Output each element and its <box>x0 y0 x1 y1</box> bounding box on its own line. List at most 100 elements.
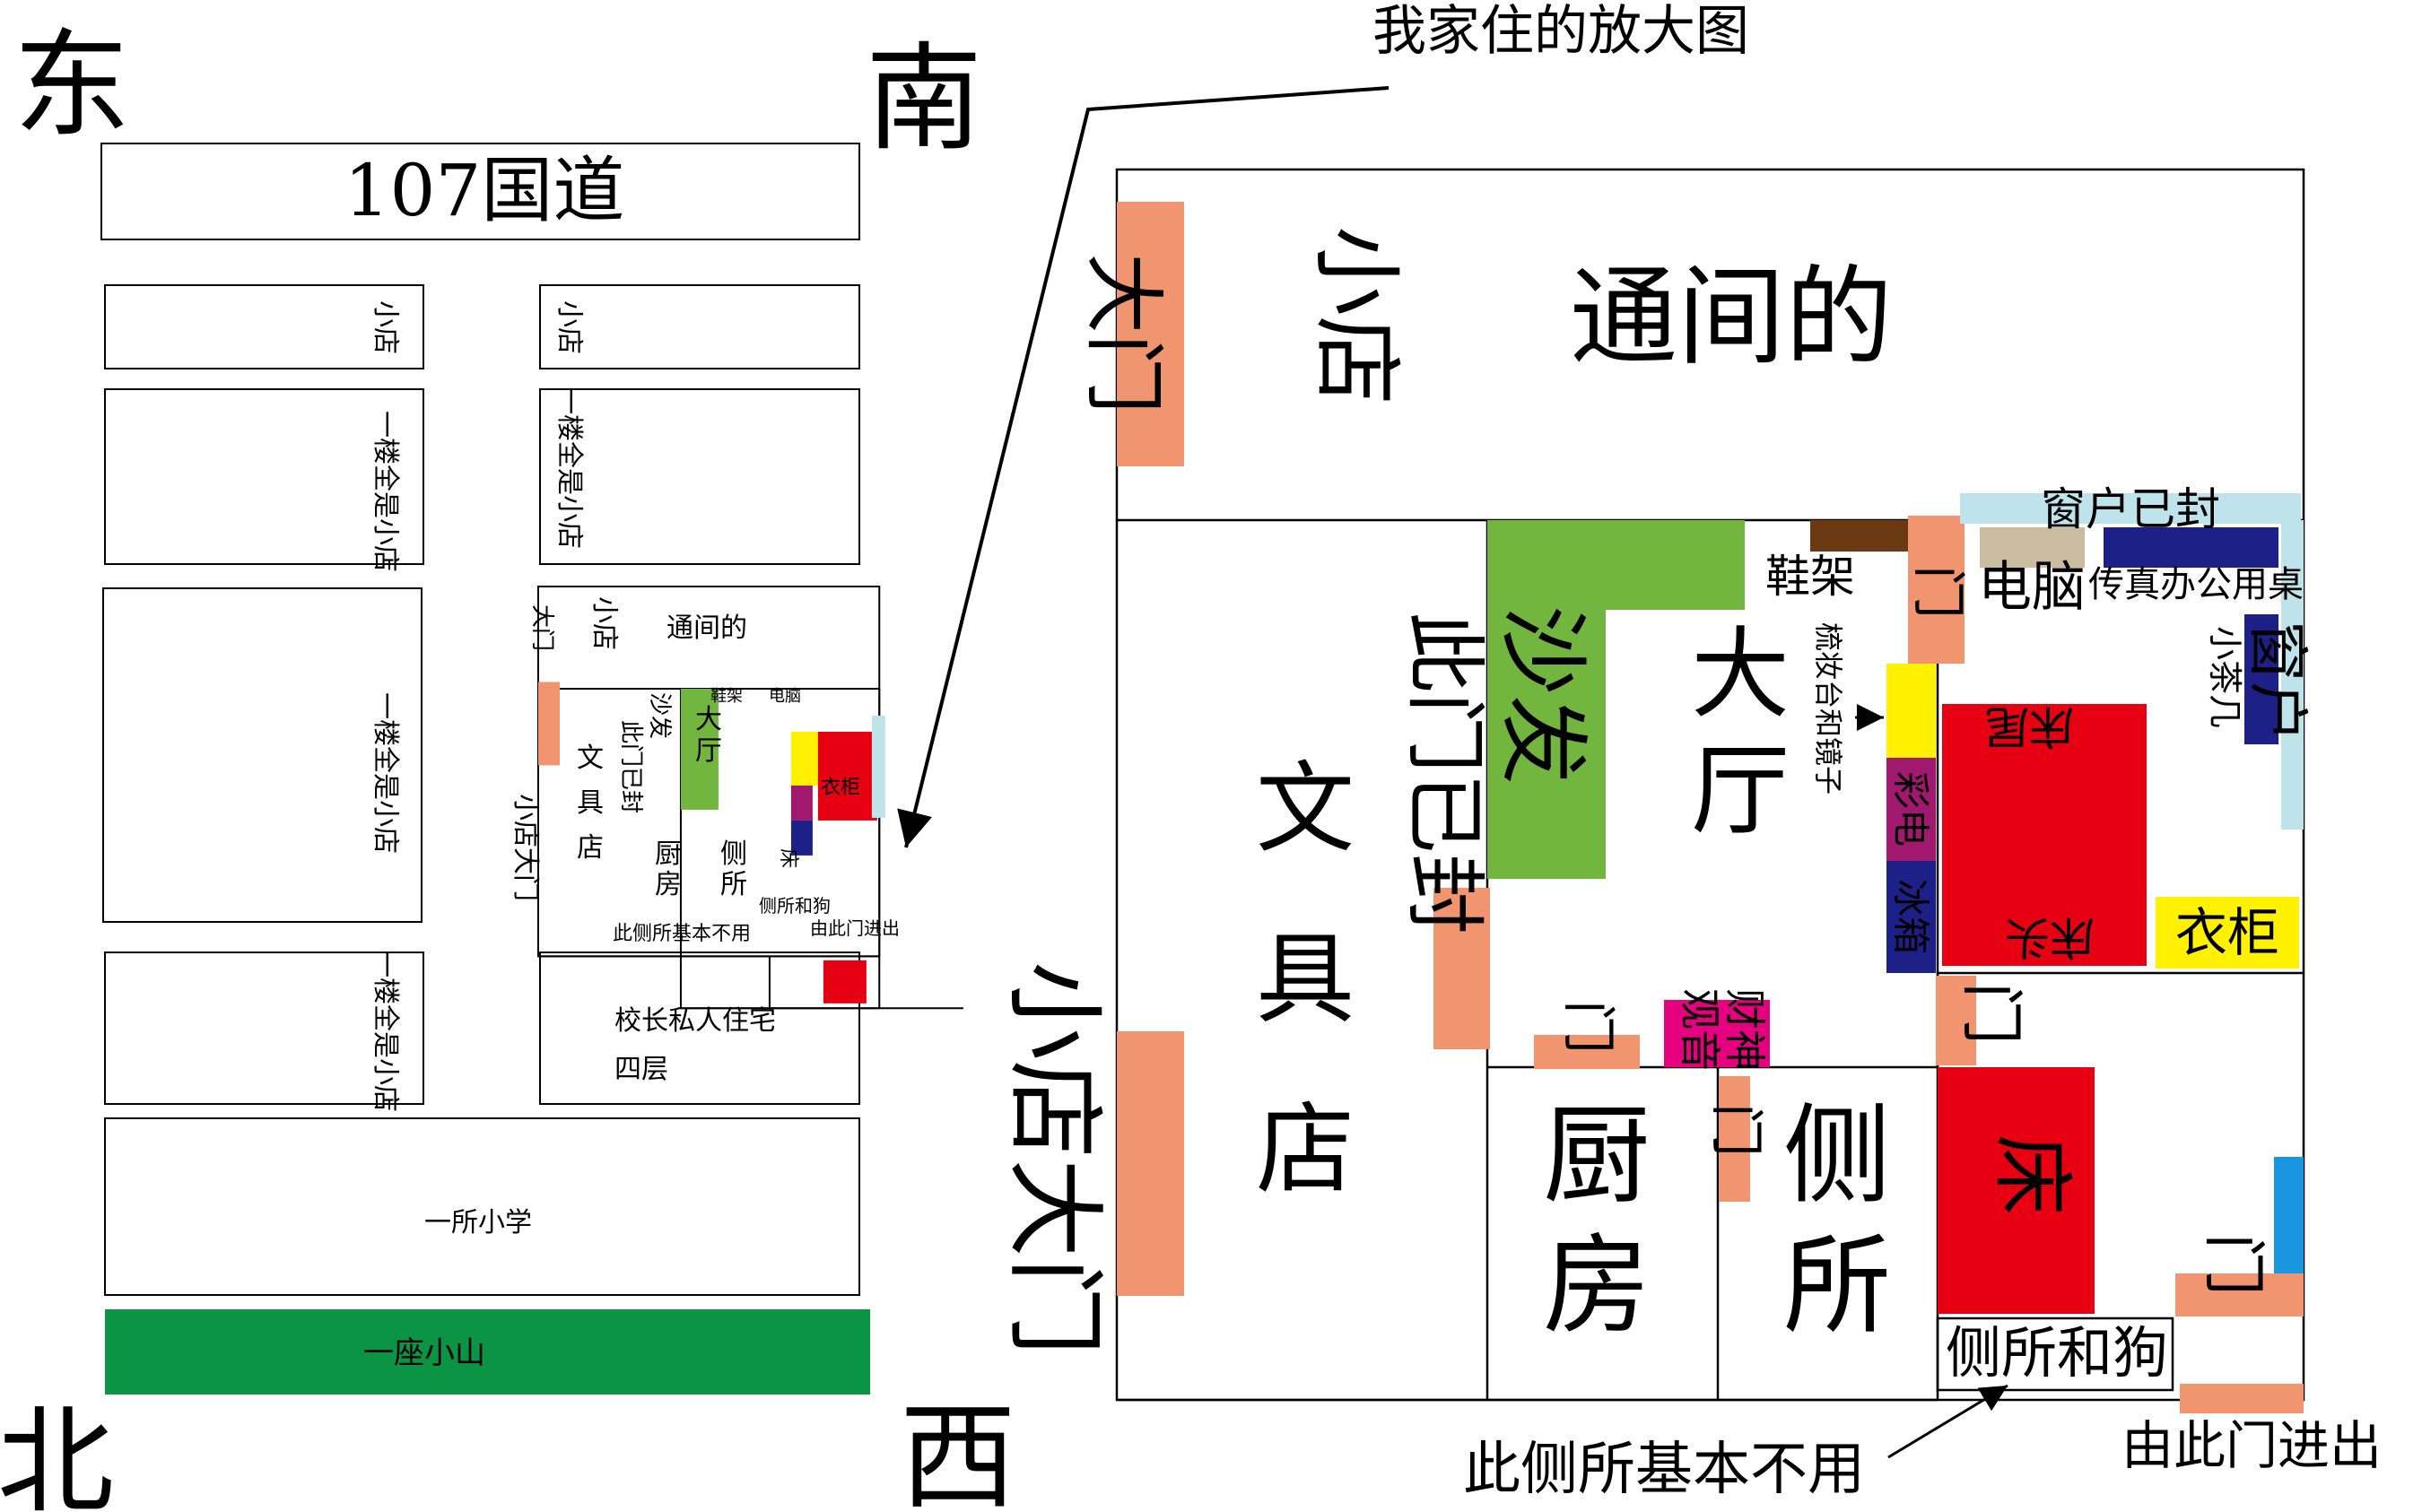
unused-toilet-label: 此侧所基本不用 <box>1463 1437 1865 1503</box>
road-label: 107国道 <box>344 149 625 232</box>
kitchen-label-2: 房 <box>1543 1224 1651 1349</box>
overview-map <box>100 143 860 1296</box>
tea-table-shape <box>2244 614 2278 744</box>
road-block <box>100 143 860 240</box>
mini-stationery-1: 文 <box>577 743 604 774</box>
stationery-label-3: 店 <box>1256 1092 1355 1207</box>
bed-head-label: 床头 <box>2005 911 2095 963</box>
compass-west: 西 <box>900 1389 1016 1512</box>
shop-door-slab <box>1117 1031 1184 1296</box>
hall-label-1: 大 <box>1691 617 1790 732</box>
block-left-2 <box>102 587 423 923</box>
shoe-rack-shape <box>1810 520 1909 552</box>
toilet-label-2: 所 <box>1783 1224 1891 1349</box>
mini-passage-label: 通间的 <box>666 613 747 644</box>
mini-hall-label-2: 厅 <box>695 735 722 767</box>
shop-door-label: 小店大门 <box>997 961 1111 1356</box>
mini-toilet-2: 所 <box>720 869 747 900</box>
residence-label-1: 校长私人住宅 <box>614 1005 776 1037</box>
mini-computer-label: 电脑 <box>769 687 801 706</box>
toilet-dog-label: 侧所和狗 <box>1946 1320 2168 1386</box>
compass-east: 东 <box>13 17 130 153</box>
block-label-left-3: 一楼全是小店 <box>370 951 401 1112</box>
hill-label: 一座小山 <box>363 1335 485 1371</box>
hill-block <box>105 1309 870 1395</box>
tea-table-label: 小茶几 <box>2205 626 2244 728</box>
main-door-slab <box>1117 202 1184 466</box>
mini-house-text: 大门 小店 通间的 小店大门 文 具 店 此门已封 沙发 鞋架 大 厅 电脑 衣… <box>510 596 900 945</box>
block-label-left-1: 一楼全是小店 <box>370 411 401 572</box>
blue-door-shape <box>2274 1157 2304 1273</box>
window-sealed-shape <box>1960 493 2301 524</box>
mini-shop-door-label: 小店大门 <box>510 794 541 901</box>
mini-kitchen-1: 厨 <box>655 839 682 870</box>
fridge-label: 冰箱 <box>1889 879 1933 954</box>
bedroom-door-slab <box>1936 976 1976 1065</box>
mini-house <box>536 585 963 1010</box>
stationery-label-1: 文 <box>1256 752 1355 866</box>
school-block <box>104 1117 860 1296</box>
rear-door-slab <box>2175 1273 2304 1316</box>
sofa-label: 沙发 <box>1491 605 1596 785</box>
stationery-label-2: 具 <box>1256 922 1355 1037</box>
kitchen-door-slab <box>1534 1035 1640 1069</box>
block-left-3 <box>104 952 424 1105</box>
mini-stationery-3: 店 <box>577 832 604 864</box>
bed-main-shape <box>1942 704 2147 966</box>
sealed-door-slab <box>1433 888 1490 1049</box>
hall-door-slab <box>1908 516 1965 664</box>
mini-sealed-door-label: 此门已封 <box>617 720 644 813</box>
hall-label-2: 厅 <box>1691 734 1790 848</box>
residence-block <box>539 952 860 1105</box>
mini-wardrobe-label: 衣柜 <box>821 777 860 799</box>
toilet-door-slab <box>1719 1076 1750 1202</box>
mini-toilet-dog-label: 侧所和狗 <box>759 895 831 917</box>
shop-block-left <box>104 284 424 369</box>
mini-sofa-label: 沙发 <box>646 692 673 739</box>
hall-door-label: 门 <box>1906 565 1969 619</box>
bed-small-shape <box>1938 1067 2095 1314</box>
mini-toilet-1: 侧 <box>720 839 747 870</box>
shop-label-right: 小店 <box>553 300 585 354</box>
mini-hall-label: 大 <box>695 704 722 735</box>
shrine-shape <box>1664 1000 1770 1067</box>
mini-enter-label: 由此门进出 <box>810 917 900 939</box>
toilet-label-1: 侧 <box>1783 1094 1891 1219</box>
unused-pointer <box>1887 1384 2008 1459</box>
shop-label: 小店 <box>1304 226 1409 405</box>
school-label: 一所小学 <box>424 1207 532 1238</box>
computer-label: 电脑 <box>1978 556 2086 619</box>
computer-shape <box>1980 527 2085 568</box>
wardrobe-shape <box>2156 897 2299 969</box>
main-door-label: 大门 <box>1076 253 1171 414</box>
mini-shoe-rack-label: 鞋架 <box>710 687 743 706</box>
rear-door-label: 门 <box>2197 1233 2270 1296</box>
block-left-1 <box>104 388 424 565</box>
shop-block-right <box>539 284 860 369</box>
caishen-label: 财神 <box>1721 988 1769 1071</box>
block-label-right-1: 一楼全是小店 <box>553 387 585 549</box>
mini-stationery-2: 具 <box>577 787 604 819</box>
fax-desk-shape <box>2104 527 2278 568</box>
sealed-door-label: 此门已封 <box>1398 612 1492 934</box>
zoom-title: 我家住的放大图 <box>1372 0 1749 63</box>
window-shape <box>2281 520 2304 830</box>
bed-tail-label: 床尾 <box>1984 700 2074 752</box>
tv-label: 彩电 <box>1889 771 1933 847</box>
window-label: 窗户 <box>2242 621 2313 743</box>
mirror-label: 梳妆台和镜子 <box>1811 622 1845 795</box>
kitchen-door-label: 门 <box>1556 1000 1619 1054</box>
bedroom-door-label: 门 <box>1955 982 2028 1045</box>
kitchen-label-1: 厨 <box>1543 1094 1651 1219</box>
mini-main-door-label: 大门 <box>528 604 555 651</box>
fax-desk-label: 传真办公用桌 <box>2088 564 2304 605</box>
sofa-shape <box>1487 520 1745 879</box>
fridge-shape <box>1886 861 1936 973</box>
shoe-rack-label: 鞋架 <box>1765 551 1855 603</box>
mirror-shape <box>1886 664 1936 758</box>
guanyin-label: 观音 <box>1676 988 1724 1071</box>
enter-door-label: 由此门进出 <box>2121 1415 2382 1476</box>
toilet-door-label: 门 <box>1704 1103 1767 1157</box>
